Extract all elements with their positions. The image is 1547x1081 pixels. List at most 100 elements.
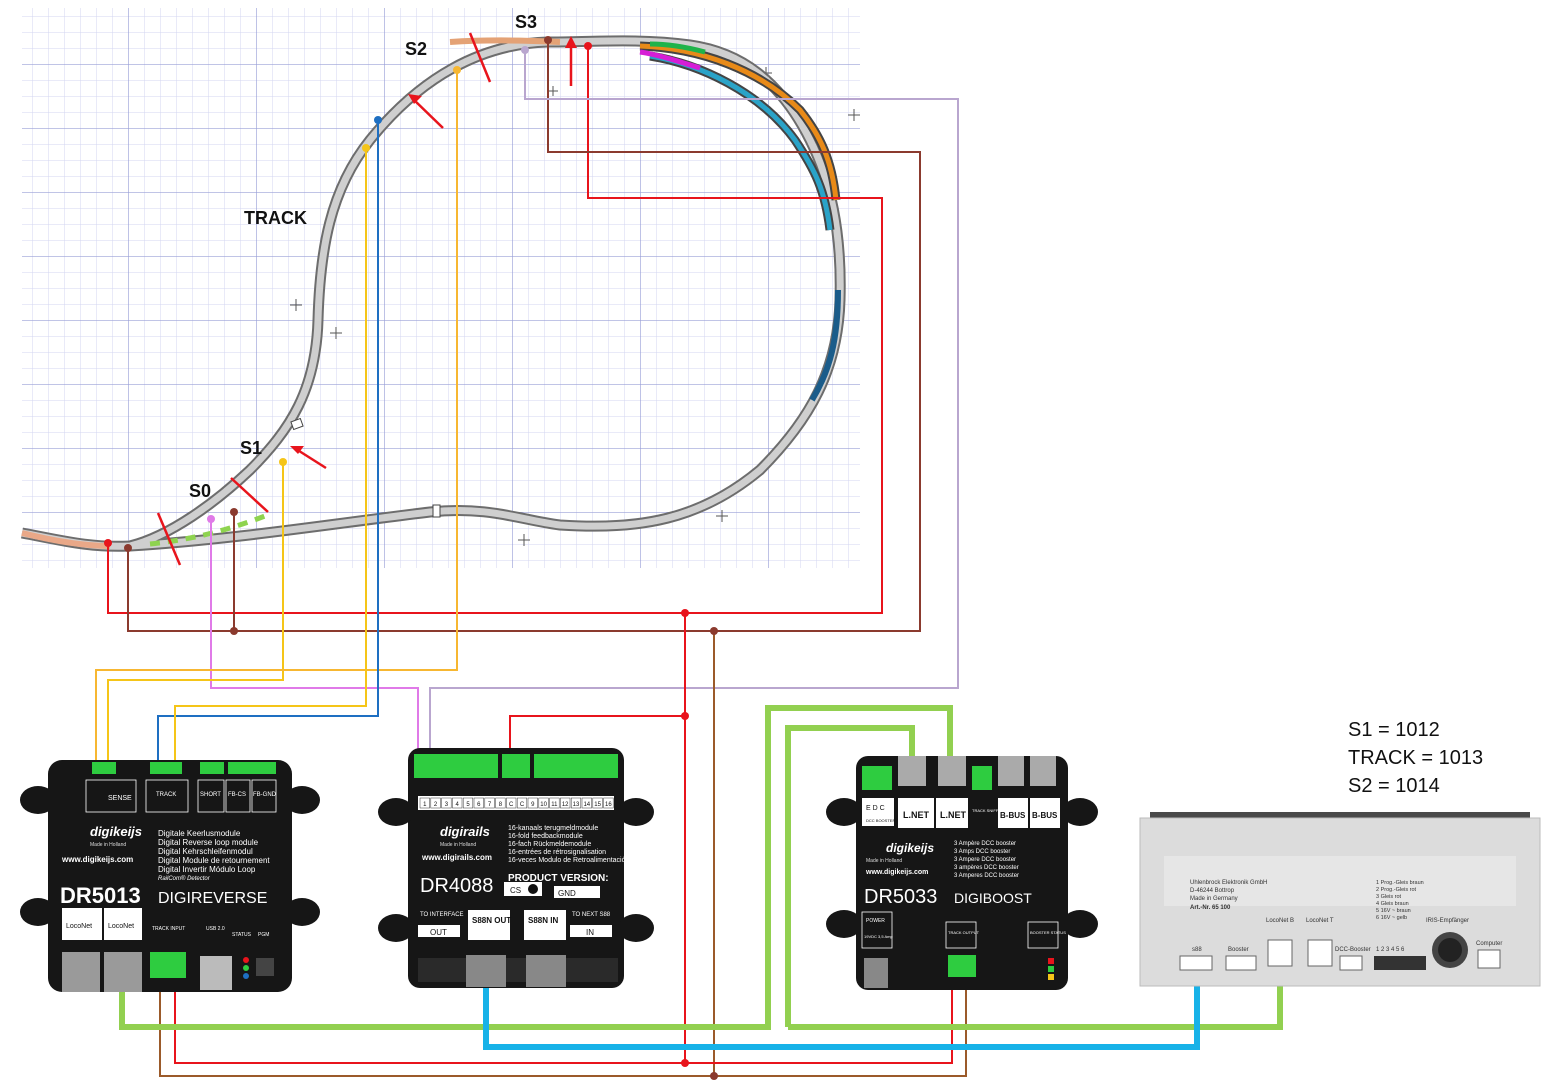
intellibox-port-s88: s88 [1192,947,1202,953]
dr4088-channel-label: 8 [499,802,503,808]
dr4088-channel-label: 7 [488,802,492,808]
dr4088-channel-box [592,797,603,809]
wire-junctions [104,36,718,1080]
dr5013-loconet-2: LocoNet [108,923,134,930]
wires [95,40,967,1077]
dr4088-url: www.digirails.com [421,853,492,862]
label-track: TRACK [244,208,307,228]
dr4088-channel-box [527,797,538,809]
dr5033-url: www.digikeijs.com [865,869,928,876]
legend: S1 = 1012 TRACK = 1013 S2 = 1014 [1348,716,1483,800]
dr5013-module: SENSE TRACK SHORT FB-CS FB-GND digikeijs… [20,760,320,992]
intellibox-made: Made in Germany [1190,896,1238,902]
dr4088-channel-box [484,797,495,809]
dr4088-version-label: PRODUCT VERSION: [508,873,609,884]
dr5013-line-4: Digital Module de retournement [158,856,270,865]
dr5033-power: POWER [866,918,885,924]
dr4088-line-2: 16-fold feedbackmodule [508,833,583,840]
dr4088-brand: digirails [440,824,490,839]
dr5013-line-2: Digital Reverse loop module [158,838,259,847]
dr4088-channel-box [560,797,571,809]
legend-s2: S2 = 1014 [1348,775,1440,797]
dr4088-channel-label: 1 [423,802,427,808]
label-s2: S2 [405,39,427,59]
dr5033-made: Made in Holland [866,858,902,864]
dr4088-channel-label: 3 [445,802,449,808]
dr4088-s88-in: S88N IN [528,916,558,925]
dr5033-line-3: 3 Ampere DCC booster [954,857,1016,863]
bus-cables [119,705,1283,1050]
dr4088-channel-box [570,797,582,809]
dr5033-sniffer: TRACK SNIFFER INPUT [972,808,1017,813]
dr4088-channel-label: 2 [434,802,438,808]
dr5033-brand: digikeijs [886,841,934,855]
dr4088-line-5: 16-veces Modulo de Retroalimentación [508,857,630,864]
dr4088-channel-box [549,797,560,809]
dr4088-channel-label: 10 [540,802,547,808]
legend-s1: S1 = 1012 [1348,719,1440,741]
dr5013-line-6: RailCom® Detector [158,875,211,882]
dr5033-line-1: 3 Ampère DCC booster [954,841,1016,847]
label-s0: S0 [189,481,211,501]
dr5033-track-output: TRACK OUTPUT [948,930,980,935]
dr5013-made: Made in Holland [90,842,126,848]
dr5013-usb: USB 2.0 [206,926,225,932]
section-arrows [290,36,577,454]
dr5013-port-fbcs: FB-CS [228,792,246,798]
dr4088-channel-box [441,797,452,809]
section-cuts [156,32,573,566]
dr5033-bbus-2: B-BUS [1032,811,1058,820]
dr4088-gnd: GND [558,889,576,898]
dr5013-line-3: Digital Kehrschleifenmodul [158,847,253,856]
dr4088-channel-label: 15 [594,802,601,808]
dr5033-module: E D C DCC BOOSTER L.NET L.NET TRACK SNIF… [826,756,1098,990]
dr5013-port-sense: SENSE [108,795,132,802]
dr5033-edc: E D C [866,805,885,812]
intellibox-port-pins: 1 2 3 4 5 6 [1376,947,1405,953]
dr4088-channel-label: 9 [531,802,535,808]
dr4088-s88-out: S88N OUT [472,916,511,925]
intellibox-maker: Uhlenbrock Elektronik GmbH [1190,880,1267,886]
dr4088-channel-box [419,797,430,809]
dr5033-power-spec: 19VDC 3,5 Amp [864,934,893,939]
dr5013-name: DIGIREVERSE [158,890,267,907]
dr4088-to-interface: TO INTERFACE [420,912,464,918]
dr4088-channel-label: 4 [456,802,460,808]
dr5013-line-1: Digitale Keerlusmodule [158,829,241,838]
dr4088-channel-label: C [509,802,514,808]
dr5033-name: DIGIBOOST [954,890,1032,906]
dr4088-line-3: 16-fach Rückmeldemodule [508,841,591,848]
dr5033-line-2: 3 Amps DCC booster [954,849,1010,855]
dr4088-channel-box [506,797,517,809]
dr4088-channel-label: 12 [562,802,569,808]
dr4088-channel-box [462,797,474,809]
legend-track: TRACK = 1013 [1348,747,1484,769]
dr5013-port-fbgnd: FB-GND [253,792,277,798]
intellibox-pin-1: 1 Prog.-Gleis braun [1376,880,1424,886]
dr4088-channel-label: 14 [583,802,590,808]
dr4088-cs: CS [510,886,521,895]
dr5033-line-4: 3 ampères DCC booster [954,865,1019,871]
intellibox-art: Art.-Nr. 65 100 [1190,905,1231,911]
intellibox-pin-6: 6 16V ~ gelb [1376,915,1407,921]
intellibox-pin-3: 3 Gleis rot [1376,894,1402,900]
dr4088-line-4: 16-entrées de rétrosignalisation [508,849,606,856]
dr4088-in: IN [586,928,594,937]
dr5033-dcc-booster: DCC BOOSTER [866,818,895,823]
dr4088-made: Made in Holland [440,842,476,848]
dr4088-channel-box [495,797,506,809]
label-s3: S3 [515,12,537,32]
intellibox-port-computer: Computer [1476,941,1502,947]
intellibox-unit: Uhlenbrock Elektronik GmbH D-46244 Bottr… [1139,812,1541,987]
dr5013-brand: digikeijs [90,824,142,839]
intellibox-pin-5: 5 16V ~ braun [1376,908,1411,914]
dr4088-channel-box [581,797,592,809]
dr4088-channel-label: 16 [605,802,612,808]
dr4088-channel-label: 6 [477,802,481,808]
intellibox-pin-4: 4 Gleis braun [1376,901,1409,907]
intellibox-port-iris: IRIS-Empfänger [1426,918,1469,924]
dr5033-lnet-1: L.NET [903,810,930,820]
layout-grid [22,8,860,568]
dr5013-track-input: TRACK INPUT [152,926,185,932]
